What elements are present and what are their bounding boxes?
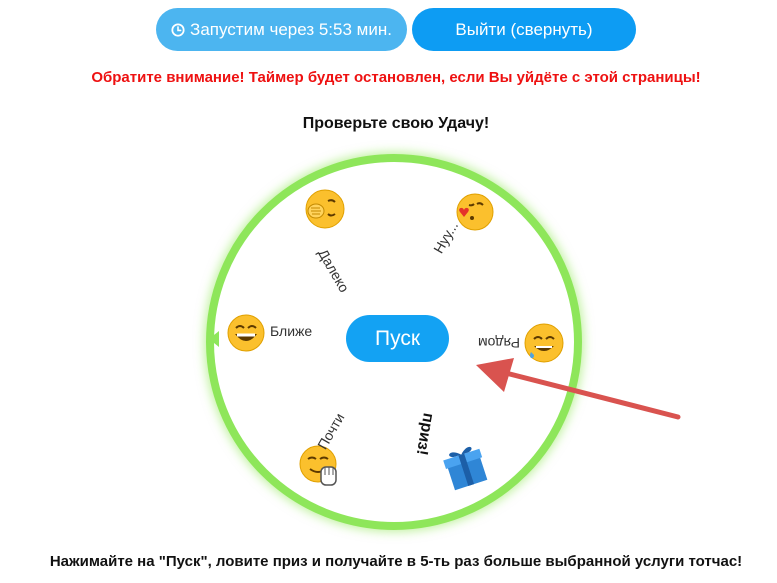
timer-label: Запустим через 5:53 мин.: [190, 19, 392, 39]
timer-button[interactable]: Запустим через 5:53 мин.: [156, 8, 407, 51]
gift-box-icon: [443, 446, 488, 491]
warning-text: Обратите внимание! Таймер будет остановл…: [91, 69, 701, 86]
segment-label-closer: Ближе: [270, 323, 313, 339]
exit-label: Выйти (свернуть): [455, 19, 593, 39]
footer-text: Нажимайте на "Пуск", ловите приз и получ…: [49, 553, 743, 570]
wheel-pointer: [209, 331, 219, 347]
clock-icon: [171, 22, 185, 37]
annotation-arrow-icon: [476, 358, 681, 420]
segment-label-near: Рядом: [477, 335, 520, 351]
sweat-smile-emoji: [524, 323, 564, 363]
face-palm-emoji: [305, 189, 345, 229]
kissing-emoji: [456, 193, 494, 231]
facepalm-smile-emoji: [299, 445, 337, 486]
page-heading: Проверьте свою Удачу!: [302, 115, 490, 132]
exit-button[interactable]: Выйти (свернуть): [412, 8, 636, 51]
spin-button[interactable]: Пуск: [346, 315, 449, 362]
grinning-emoji: [227, 314, 265, 352]
